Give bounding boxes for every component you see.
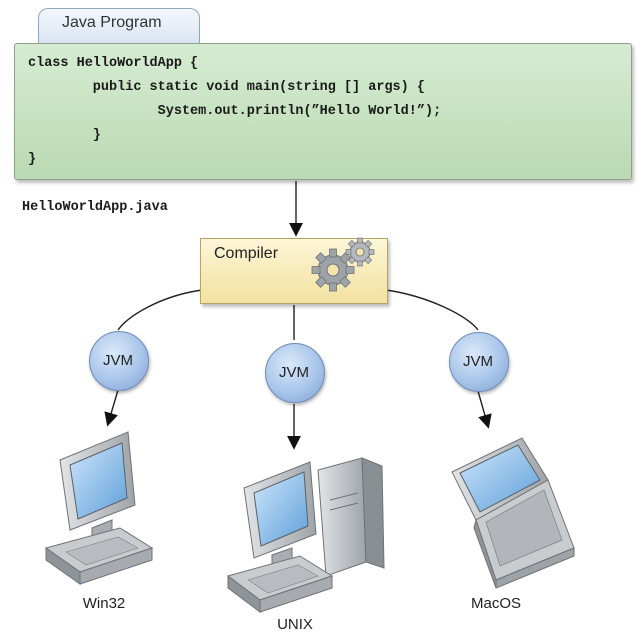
jvm-label-win32: JVM: [103, 352, 133, 369]
java-program-tab: [38, 8, 200, 44]
platform-label-unix: UNIX: [277, 616, 313, 633]
jvm-node-macos: [449, 332, 509, 392]
jvm-label-unix: JVM: [279, 364, 309, 381]
code-line-5: }: [28, 152, 37, 167]
jvm-label-macos: JVM: [463, 353, 493, 370]
compiler-label: Compiler: [214, 245, 279, 262]
platform-label-win32: Win32: [82, 595, 126, 612]
code-line-1: class HelloWorldApp {: [28, 56, 199, 71]
file-name-label: HelloWorldApp.java: [22, 200, 168, 215]
jvm-node-win32: [89, 331, 149, 391]
jvm-node-unix: [265, 343, 325, 403]
code-panel: [14, 43, 632, 180]
code-line-3: System.out.println(”Hello World!”);: [28, 104, 442, 119]
tab-label: Java Program: [62, 14, 162, 31]
code-line-2: public static void main(string [] args) …: [28, 80, 425, 95]
platform-label-macos: MacOS: [470, 595, 521, 612]
code-line-4: }: [28, 128, 101, 143]
